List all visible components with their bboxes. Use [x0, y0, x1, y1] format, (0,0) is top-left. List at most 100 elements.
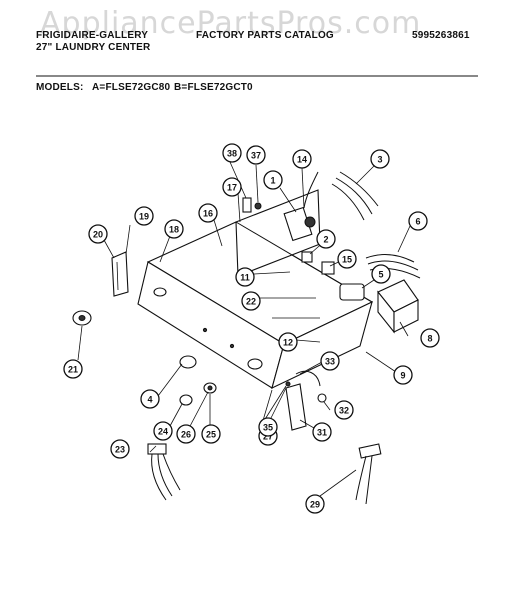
svg-text:12: 12	[283, 338, 293, 348]
switch-bracket	[242, 197, 252, 213]
catalog-title: FACTORY PARTS CATALOG	[196, 30, 334, 41]
callout-17: 17	[222, 177, 242, 197]
callout-20: 20	[88, 224, 108, 244]
callout-19: 19	[134, 206, 154, 226]
svg-text:33: 33	[325, 357, 335, 367]
part-5-switch	[339, 283, 365, 301]
svg-text:16: 16	[203, 209, 213, 219]
callout-24: 24	[153, 421, 173, 441]
console-knob-hole	[153, 287, 167, 297]
svg-text:5: 5	[378, 270, 383, 280]
callout-25: 25	[201, 424, 221, 444]
svg-text:6: 6	[415, 217, 420, 227]
harness-6	[365, 254, 415, 263]
callout-6: 6	[408, 211, 428, 231]
svg-text:20: 20	[93, 230, 103, 240]
svg-text:35: 35	[263, 423, 273, 433]
callout-35: 35	[258, 417, 278, 437]
svg-text:31: 31	[317, 428, 327, 438]
callout-3: 3	[370, 149, 390, 169]
callout-18: 18	[164, 219, 184, 239]
switch-terminal	[254, 202, 262, 210]
callout-38: 38	[222, 143, 242, 163]
callout-14: 14	[292, 149, 312, 169]
leader-lines	[77, 161, 411, 497]
console-screw-hole	[202, 327, 208, 333]
svg-text:14: 14	[297, 155, 307, 165]
callout-33: 33	[320, 351, 340, 371]
screw-35	[285, 381, 291, 387]
callout-11: 11	[235, 267, 255, 287]
brand-line-1: FRIGIDAIRE-GALLERY	[36, 30, 149, 41]
callout-1: 1	[263, 170, 283, 190]
svg-text:26: 26	[181, 430, 191, 440]
harness-23-wire	[157, 453, 173, 497]
console-screw-hole	[229, 343, 235, 349]
harness-3-wire	[339, 171, 379, 207]
svg-text:4: 4	[147, 395, 152, 405]
brand-line-2: 27" LAUNDRY CENTER	[36, 42, 151, 53]
svg-text:15: 15	[342, 255, 352, 265]
harness-29-wire	[365, 455, 373, 505]
svg-text:3: 3	[377, 155, 382, 165]
callout-22: 22	[241, 291, 261, 311]
part-2-clip	[301, 251, 313, 263]
svg-text:19: 19	[139, 212, 149, 222]
callout-8: 8	[420, 328, 440, 348]
knob-25-hub	[207, 385, 213, 391]
module-box-side	[393, 299, 419, 333]
callout-15: 15	[337, 249, 357, 269]
model-a: A=FLSE72GC80	[92, 82, 171, 93]
model-b: B=FLSE72GCT0	[174, 82, 253, 93]
callout-2: 2	[316, 229, 336, 249]
callout-23: 23	[110, 439, 130, 459]
callout-21: 21	[63, 359, 83, 379]
svg-text:21: 21	[68, 365, 78, 375]
harness-29-plug	[358, 443, 382, 459]
svg-text:24: 24	[158, 427, 168, 437]
harness-23-wire	[162, 453, 181, 491]
callout-32: 32	[334, 400, 354, 420]
svg-text:23: 23	[115, 445, 125, 455]
svg-text:32: 32	[339, 406, 349, 416]
svg-text:38: 38	[227, 149, 237, 159]
part-32	[317, 393, 327, 403]
knob-4	[179, 355, 197, 369]
knob-21-hub	[78, 315, 86, 321]
harness-23-wire	[151, 453, 167, 501]
svg-text:29: 29	[310, 500, 320, 510]
catalog-number: 5995263861	[412, 30, 470, 41]
harness-3-wire	[331, 183, 365, 221]
end-trim-rib	[116, 261, 119, 291]
harness-14	[303, 171, 319, 209]
knob-24	[179, 394, 193, 406]
harness-23-plug	[147, 443, 167, 455]
svg-text:22: 22	[246, 297, 256, 307]
callout-37: 37	[246, 145, 266, 165]
svg-text:9: 9	[400, 371, 405, 381]
callout-9: 9	[393, 365, 413, 385]
svg-text:11: 11	[240, 273, 250, 283]
svg-text:25: 25	[206, 430, 216, 440]
svg-text:8: 8	[427, 334, 432, 344]
svg-text:1: 1	[270, 176, 275, 186]
watermark: AppliancePartsPros.com	[40, 6, 422, 41]
svg-text:37: 37	[251, 151, 261, 161]
callout-31: 31	[312, 422, 332, 442]
console-end-face	[271, 300, 373, 390]
end-trim-20	[111, 251, 129, 297]
callout-12: 12	[278, 332, 298, 352]
bracket-31	[285, 383, 307, 431]
callout-16: 16	[198, 203, 218, 223]
svg-text:18: 18	[169, 225, 179, 235]
wire-33	[295, 370, 321, 387]
callout-group: 1 2 3 4 5 6 8 9 11 12 14 15 16 17 18 19 …	[63, 143, 440, 514]
callout-5: 5	[371, 264, 391, 284]
harness-29-wire	[355, 455, 367, 501]
models-label: MODELS:	[36, 82, 84, 93]
svg-text:2: 2	[323, 235, 328, 245]
svg-text:17: 17	[227, 183, 237, 193]
callout-4: 4	[140, 389, 160, 409]
timer-shaft	[304, 216, 316, 228]
